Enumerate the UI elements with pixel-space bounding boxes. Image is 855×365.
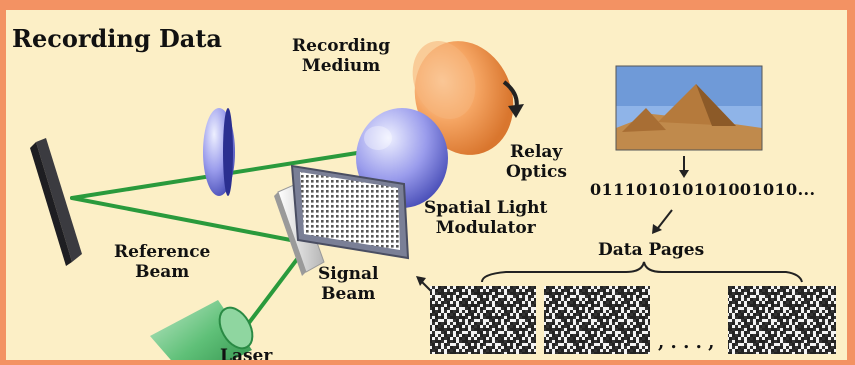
laser-icon [150,300,254,360]
data-page-3 [728,286,836,354]
laser-label: Laser [220,346,273,360]
signal-beam-label: Signal Beam [318,264,378,304]
diagram-panel: Recording Data [6,10,847,360]
recording-medium-label-line2: Medium [301,56,381,76]
reference-beam-label-line2: Beam [135,262,190,282]
rotation-arrow-icon [502,80,524,118]
holographic-recording-diagram [30,41,836,360]
slm-label: Spatial Light Modulator [424,198,547,238]
mirror-icon [30,138,82,266]
slm-label-line2: Modulator [435,218,536,238]
data-page-1 [430,286,536,354]
spatial-light-modulator-icon [290,164,410,260]
data-page-2 [544,286,650,354]
signal-beam-label-line1: Signal [318,264,379,284]
recording-medium-disc-icon [412,41,514,155]
arrow-diag-icon [652,209,673,234]
arrow-down-icon [679,156,689,178]
relay-optics-label-line1: Relay [510,142,563,162]
data-pages-brace [481,261,803,283]
slm-label-line1: Spatial Light [424,198,548,218]
sphinx-picture-icon [615,65,763,151]
binary-data-string: 011101010101001010... [590,180,816,199]
relay-lens-icon [203,108,235,196]
recording-medium-label: Recording Medium [292,36,390,76]
reference-beam-label: Reference Beam [114,242,210,282]
data-pages-label: Data Pages [598,240,705,260]
diagram-title: Recording Data [12,24,222,53]
reference-beam-label-line1: Reference [114,242,211,262]
relay-optics-label-line2: Optics [506,162,567,182]
reference-beam-lower [70,196,303,244]
recording-medium-label-line1: Recording [292,36,391,56]
data-pages-ellipsis: , . . . , [658,332,715,353]
relay-optics-label: Relay Optics [506,142,567,182]
signal-beam-label-line2: Beam [321,284,376,304]
